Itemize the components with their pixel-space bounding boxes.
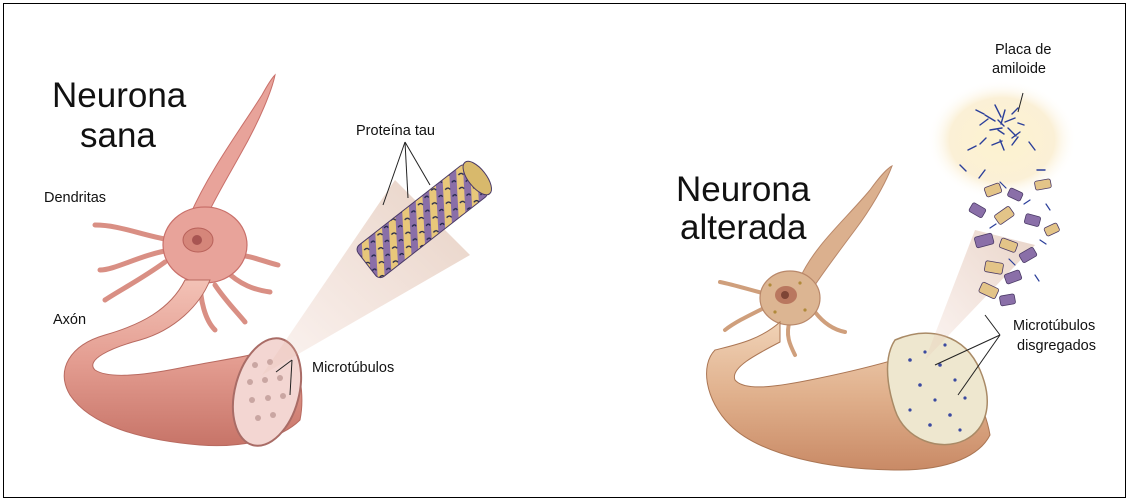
tau-protein-label: Proteína tau bbox=[356, 123, 435, 140]
altered-neuron bbox=[707, 80, 1077, 470]
altered-title-line2: alterada bbox=[680, 208, 806, 248]
altered-title-line1: Neurona bbox=[676, 170, 810, 210]
amyloid-plaque-label-line2: amiloide bbox=[992, 61, 1046, 78]
dendrites-label: Dendritas bbox=[44, 190, 106, 207]
healthy-title-line2: sana bbox=[80, 116, 156, 156]
disrupted-microtubules-label-line1: Microtúbulos bbox=[1013, 318, 1095, 335]
axon-label: Axón bbox=[53, 312, 86, 329]
microtubules-label: Microtúbulos bbox=[312, 360, 394, 377]
amyloid-plaque-label-line1: Placa de bbox=[995, 42, 1051, 59]
disrupted-microtubules-label-line2: disgregados bbox=[1017, 338, 1096, 355]
healthy-title-line1: Neurona bbox=[52, 76, 186, 116]
